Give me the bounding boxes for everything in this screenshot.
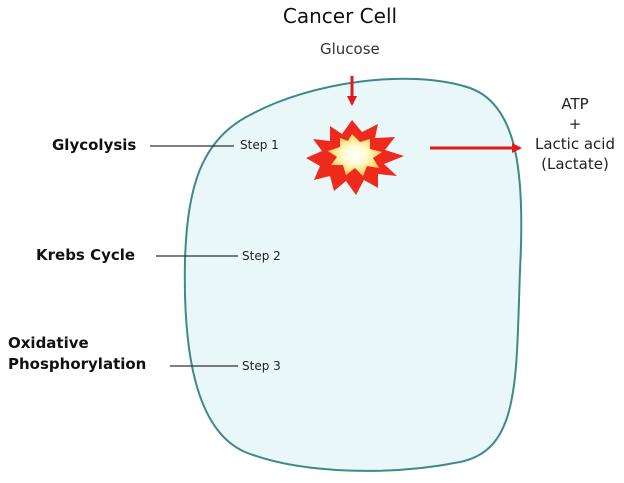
diagram-title: Cancer Cell	[282, 4, 398, 28]
products-line-lactic-acid: Lactic acid	[535, 135, 615, 153]
glycolysis-burst-core	[328, 134, 382, 176]
products-line-lactate: (Lactate)	[541, 155, 609, 173]
stage-label-glycolysis: Glycolysis	[52, 136, 137, 154]
products-label: ATP + Lactic acid (Lactate)	[520, 94, 624, 174]
step-label-3: Step 3	[242, 359, 281, 373]
title-wrap: Cancer Cell	[0, 0, 624, 40]
products-line-plus: +	[568, 115, 582, 133]
glucose-label: Glucose	[320, 40, 380, 58]
stage-label-phosphorylation: Phosphorylation	[8, 355, 147, 373]
stage-label-krebs-cycle: Krebs Cycle	[36, 246, 136, 264]
products-line-atp: ATP	[561, 95, 589, 113]
cell-membrane	[183, 77, 523, 472]
stage-label-oxidative: Oxidative	[8, 334, 89, 352]
step-label-1: Step 1	[240, 138, 279, 152]
step-label-2: Step 2	[242, 249, 281, 263]
